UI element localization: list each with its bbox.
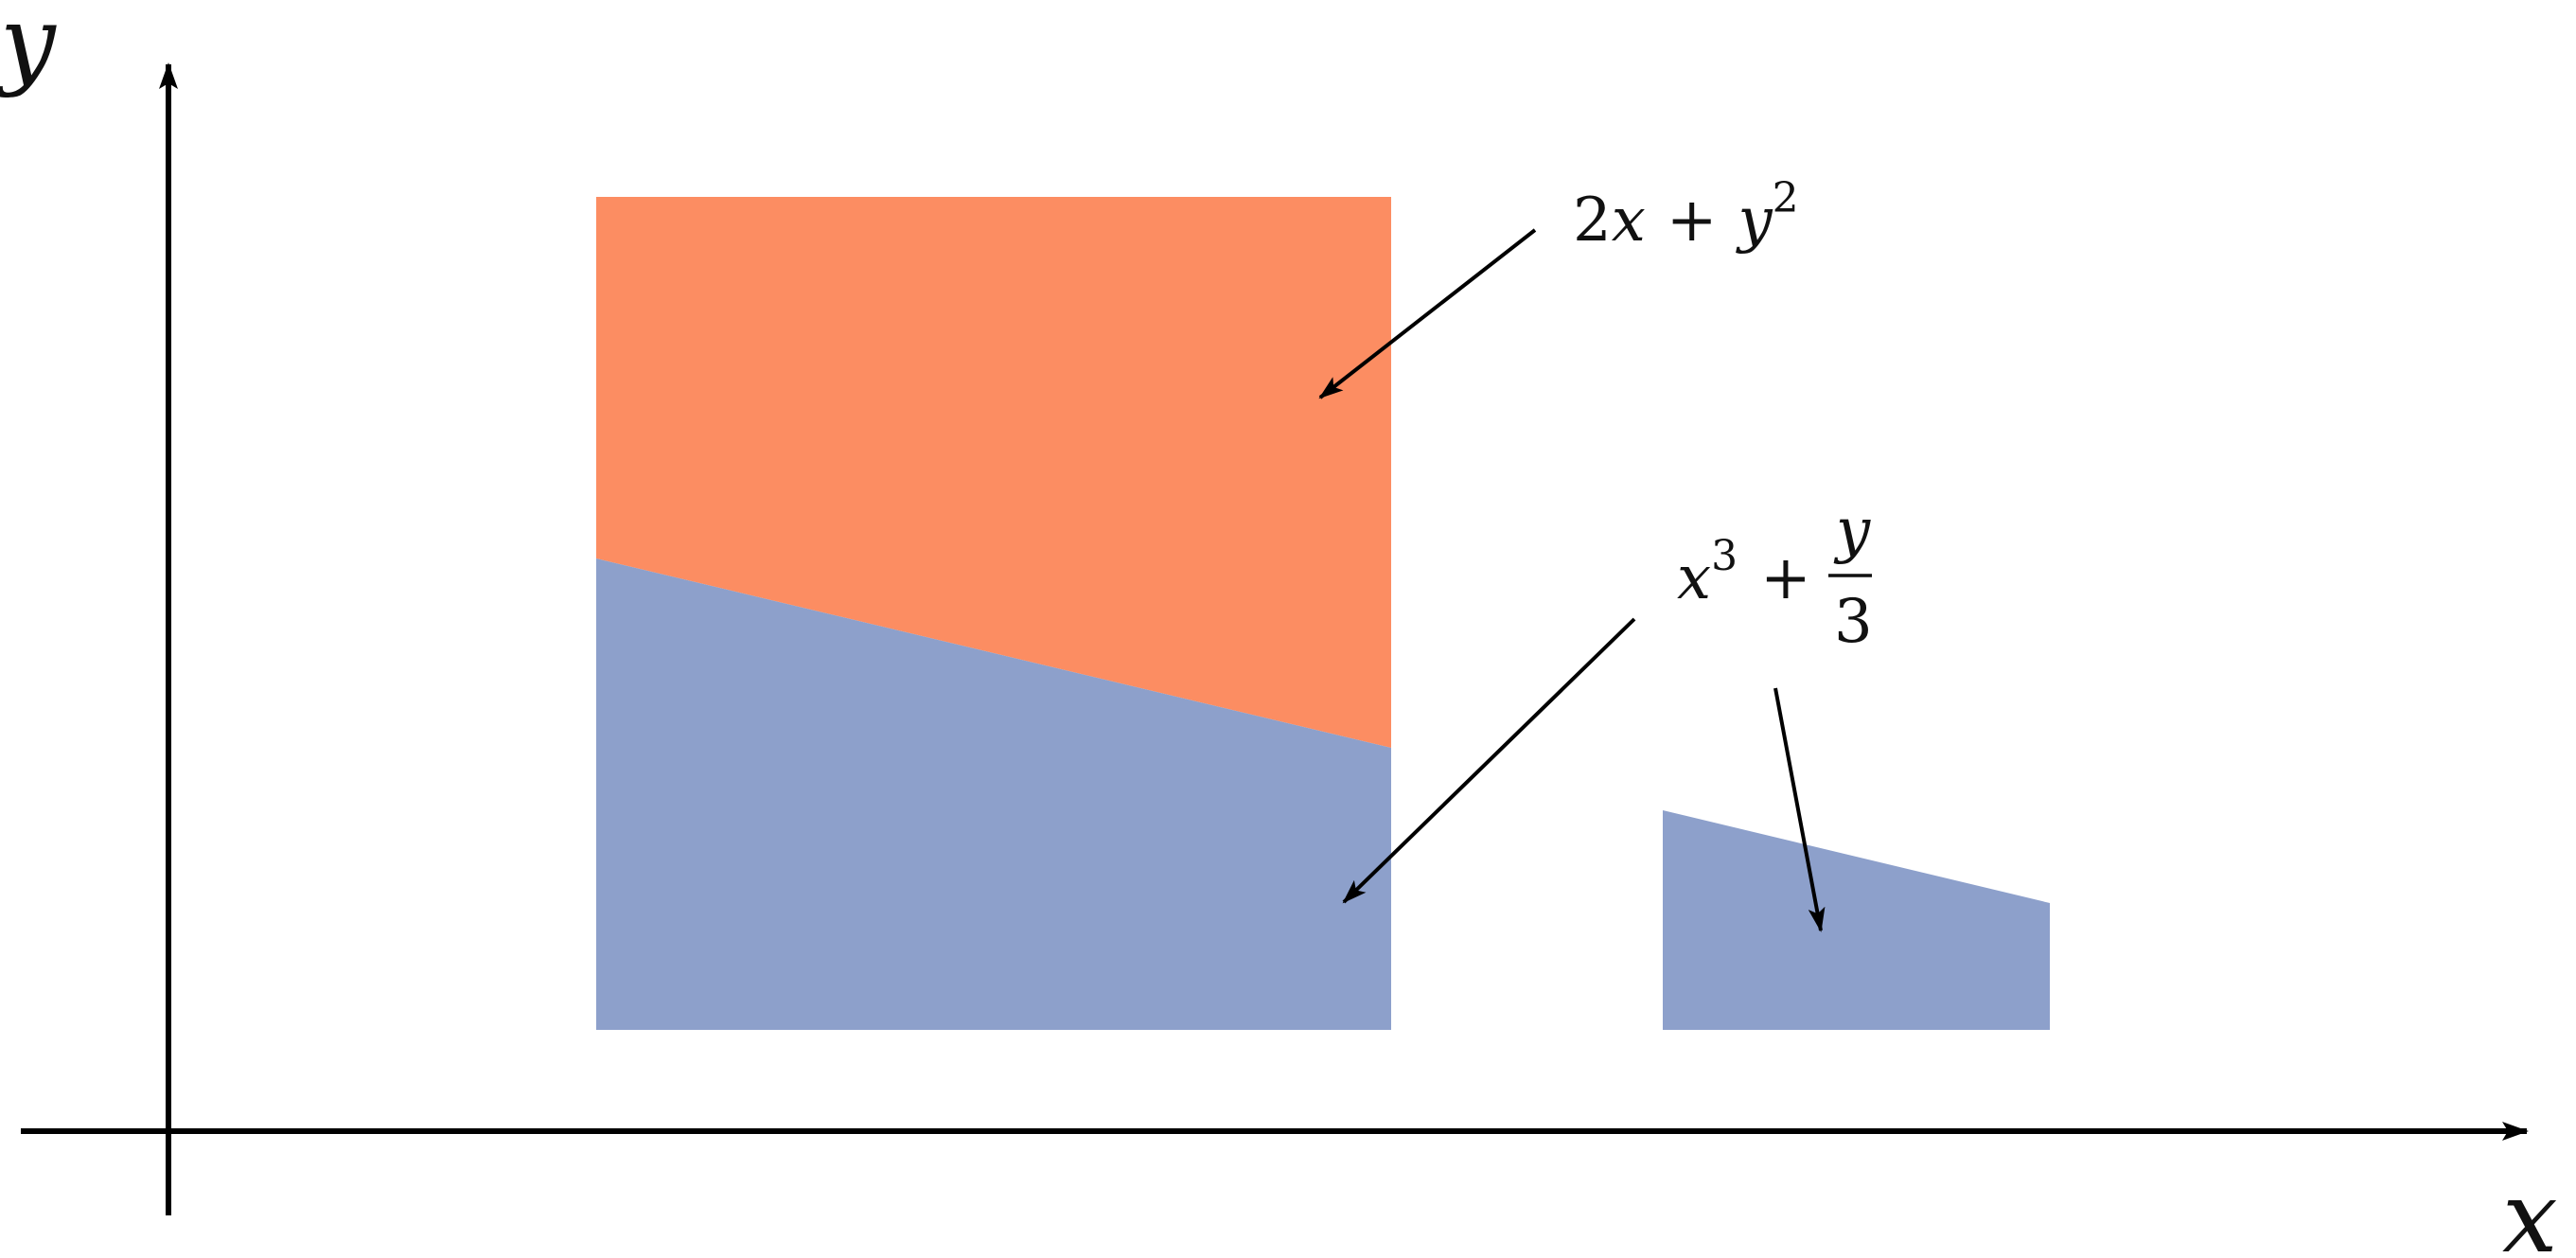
- fraction-numerator: y: [1833, 496, 1871, 566]
- formula-coef: 2: [1573, 186, 1612, 256]
- lower-region-left: [596, 558, 1391, 1030]
- x-axis-label: x: [2502, 1160, 2558, 1258]
- formula-label-lower: x3+ y 3: [1677, 496, 1873, 657]
- svg-text:x3+: x3 +: [1677, 532, 1811, 613]
- formula-var-x: x: [1612, 186, 1646, 256]
- pointer-arrow-lower-left: [1342, 617, 1636, 904]
- formula-var-y: y: [1735, 186, 1773, 256]
- lower-region-right: [1663, 810, 2050, 1030]
- svg-text:2x+y2: 2x+y2: [1573, 174, 1799, 256]
- formula-plus: +: [1667, 186, 1718, 256]
- pointer-arrow-upper: [1318, 228, 1537, 399]
- formula-label-upper: 2x+y2: [1573, 174, 1799, 256]
- formula-plus: +: [1760, 543, 1811, 613]
- formula-exponent: 3: [1711, 532, 1738, 580]
- upper-region: [596, 197, 1391, 748]
- formula-exponent: 2: [1773, 174, 1799, 222]
- formula-var-x: x: [1677, 543, 1711, 613]
- y-axis-label: y: [0, 0, 57, 99]
- pointer-arrow-lower-right: [1773, 687, 1826, 932]
- fraction-denominator: 3: [1834, 587, 1873, 657]
